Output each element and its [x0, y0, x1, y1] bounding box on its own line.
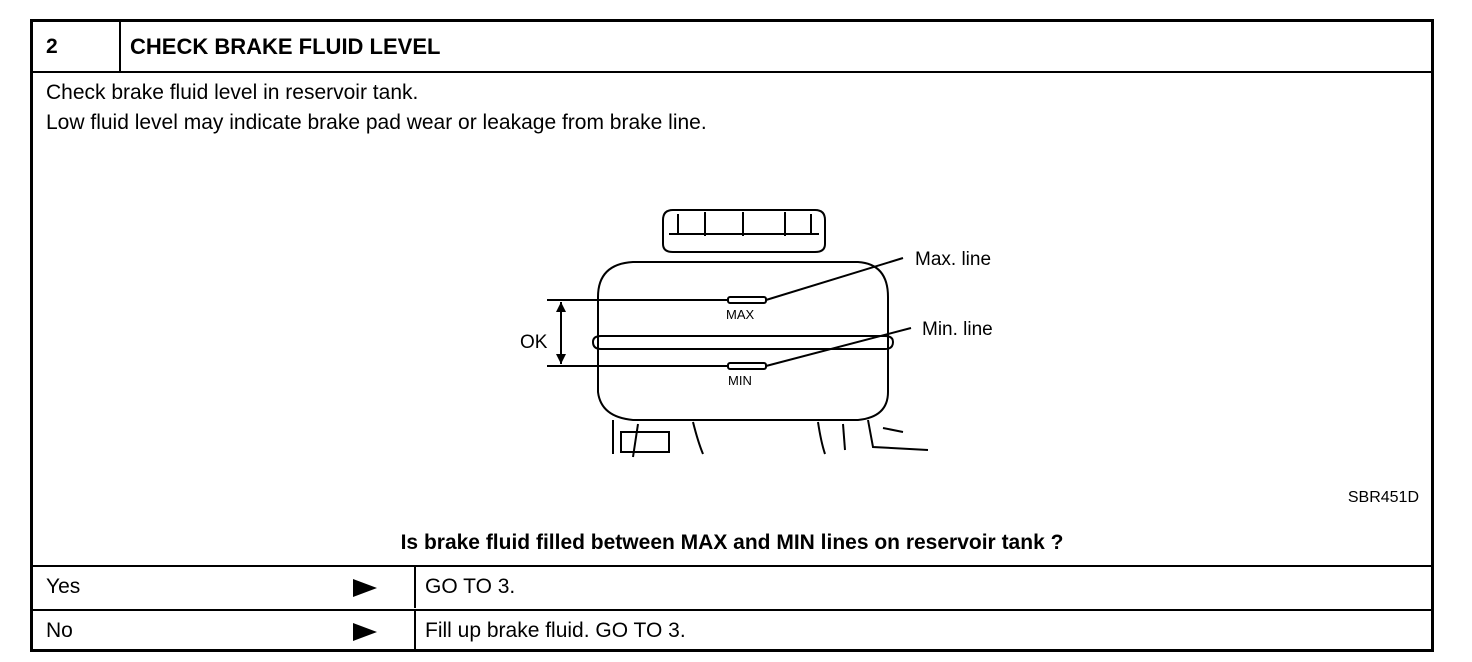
check-question: Is brake fluid filled between MAX and MI…: [400, 531, 1064, 554]
right-arrow-icon: [353, 579, 377, 597]
level-marks: [547, 257, 912, 370]
inspection-sheet: 2 CHECK BRAKE FLUID LEVEL Check brake fl…: [30, 19, 1434, 652]
reservoir-cap: [662, 209, 826, 253]
answer-row-no: No Fill up brake fluid. GO TO 3.: [33, 609, 1431, 649]
answer-label: Yes: [46, 575, 81, 598]
reservoir-body: [591, 261, 929, 458]
instructions: Check brake fluid level in reservoir tan…: [46, 78, 707, 138]
answer-action: Fill up brake fluid. GO TO 3.: [425, 619, 686, 642]
answer-action: GO TO 3.: [425, 575, 516, 598]
step-title: CHECK BRAKE FLUID LEVEL: [130, 34, 441, 59]
column-divider: [414, 567, 416, 608]
min-mark-text: MIN: [728, 373, 752, 388]
reservoir-tank-illustration: MAX MIN OK Max. line Min. line: [520, 209, 993, 458]
ok-label: OK: [520, 332, 548, 353]
answer-label: No: [46, 619, 73, 642]
figure-code: SBR451D: [1347, 489, 1419, 506]
step-number: 2: [33, 22, 121, 71]
max-mark-text: MAX: [726, 307, 755, 322]
column-divider: [414, 611, 416, 649]
instruction-line: Low fluid level may indicate brake pad w…: [46, 111, 707, 134]
instruction-line: Check brake fluid level in reservoir tan…: [46, 81, 419, 104]
step-header: 2 CHECK BRAKE FLUID LEVEL: [33, 22, 1431, 73]
min-line-label: Min. line: [922, 319, 993, 340]
right-arrow-icon: [353, 623, 377, 641]
max-line-label: Max. line: [915, 249, 991, 270]
answer-row-yes: Yes GO TO 3.: [33, 565, 1431, 608]
